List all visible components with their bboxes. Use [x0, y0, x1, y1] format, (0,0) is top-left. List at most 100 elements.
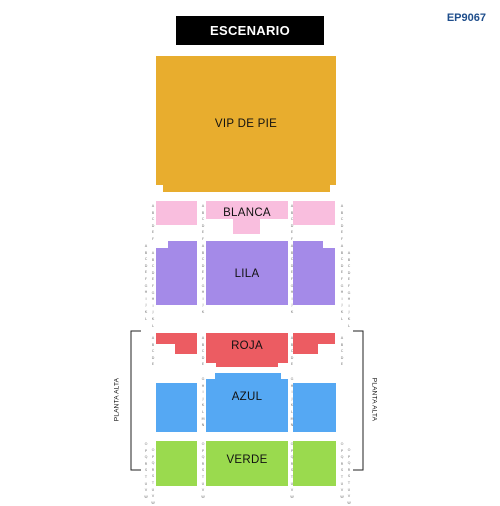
row-letter: H: [144, 290, 148, 295]
row-letter: F: [144, 276, 148, 281]
row-letter: V: [290, 488, 294, 493]
row-letter: G: [340, 283, 344, 288]
zone-label-roja: ROJA: [231, 340, 263, 352]
row-letter: J: [348, 310, 350, 315]
row-letter: R: [347, 467, 351, 472]
zone-azul[interactable]: [156, 373, 336, 432]
row-letter: B: [290, 342, 294, 347]
row-letter: R: [144, 461, 148, 466]
zone-blanca[interactable]: [156, 201, 335, 234]
row-letter: H: [340, 290, 344, 295]
row-letter: J: [145, 303, 147, 308]
row-letter: D: [347, 270, 351, 275]
zone-roja[interactable]: [156, 333, 335, 367]
row-letter: D: [201, 223, 205, 228]
row-letter: D: [340, 263, 344, 268]
row-letter: O: [340, 442, 344, 446]
zone-vip-de-pie[interactable]: [156, 56, 336, 192]
row-letter: B: [201, 210, 205, 215]
row-letter: A: [151, 251, 155, 255]
row-letter: U: [144, 481, 148, 486]
row-letter: R: [290, 461, 294, 466]
row-letter: A: [144, 244, 148, 248]
row-letter: J: [202, 396, 204, 401]
event-code: EP9067: [446, 12, 486, 24]
row-letter: M: [201, 416, 205, 421]
zone-lila[interactable]: [156, 241, 335, 305]
zone-verde[interactable]: [156, 441, 336, 486]
row-letter: C: [340, 217, 344, 222]
row-letter: E: [340, 362, 344, 367]
row-letter: J: [291, 303, 293, 308]
row-letter: P: [290, 448, 294, 453]
row-letter: I: [291, 296, 293, 301]
row-letter: R: [340, 461, 344, 466]
row-letter: Q: [340, 455, 344, 460]
row-letter: T: [347, 480, 351, 485]
row-letter: D: [290, 355, 294, 360]
row-letter: G: [290, 283, 294, 288]
row-letter: W: [347, 500, 351, 505]
row-letter: V: [144, 488, 148, 493]
row-letter: C: [340, 349, 344, 354]
row-letter: C: [347, 264, 351, 269]
row-letter: B: [290, 250, 294, 255]
row-letter: A: [340, 244, 344, 248]
row-letter: L: [290, 409, 293, 414]
row-letter: E: [290, 230, 294, 235]
row-letter: E: [290, 270, 294, 275]
row-letter: W: [340, 494, 344, 499]
row-letter: P: [144, 448, 148, 453]
row-letter: T: [290, 474, 294, 479]
row-letter: I: [348, 303, 350, 308]
row-letter: L: [340, 316, 343, 321]
row-letter: F: [340, 236, 344, 241]
row-letter: B: [290, 210, 294, 215]
row-letter: F: [290, 236, 294, 241]
row-letter: D: [201, 263, 205, 268]
row-letter: E: [144, 270, 148, 275]
row-letter: I: [202, 296, 204, 301]
row-letter: G: [201, 377, 205, 381]
row-letter: B: [347, 257, 351, 262]
row-letter: T: [144, 474, 148, 479]
stage-label: ESCENARIO: [176, 16, 324, 45]
row-letter: G: [290, 377, 294, 381]
row-letter: U: [340, 481, 344, 486]
row-letter: D: [151, 270, 155, 275]
row-letter: E: [201, 362, 205, 367]
row-letter: S: [347, 474, 351, 479]
right-bracket: [353, 330, 364, 471]
row-letter: J: [202, 303, 204, 308]
row-letter: K: [340, 309, 344, 314]
row-letter: U: [347, 487, 351, 492]
row-letter: A: [340, 336, 344, 340]
row-letter: C: [151, 349, 155, 354]
row-letter: I: [152, 303, 154, 308]
row-letter: L: [144, 316, 147, 321]
row-letter: E: [347, 277, 351, 282]
row-letter: G: [347, 290, 351, 295]
row-letter: P: [151, 454, 155, 459]
row-letter: L: [151, 323, 154, 328]
zone-label-blanca: BLANCA: [223, 207, 271, 219]
row-letter: A: [290, 336, 294, 340]
row-letter: O: [347, 448, 351, 452]
row-letter: U: [290, 481, 294, 486]
row-letter: L: [201, 409, 204, 414]
row-letter: F: [201, 236, 205, 241]
row-letter: F: [290, 276, 294, 281]
row-letter: D: [151, 355, 155, 360]
row-letter: A: [201, 244, 205, 248]
row-letter: O: [144, 442, 148, 446]
row-letter: C: [290, 257, 294, 262]
row-letter: H: [290, 383, 294, 388]
